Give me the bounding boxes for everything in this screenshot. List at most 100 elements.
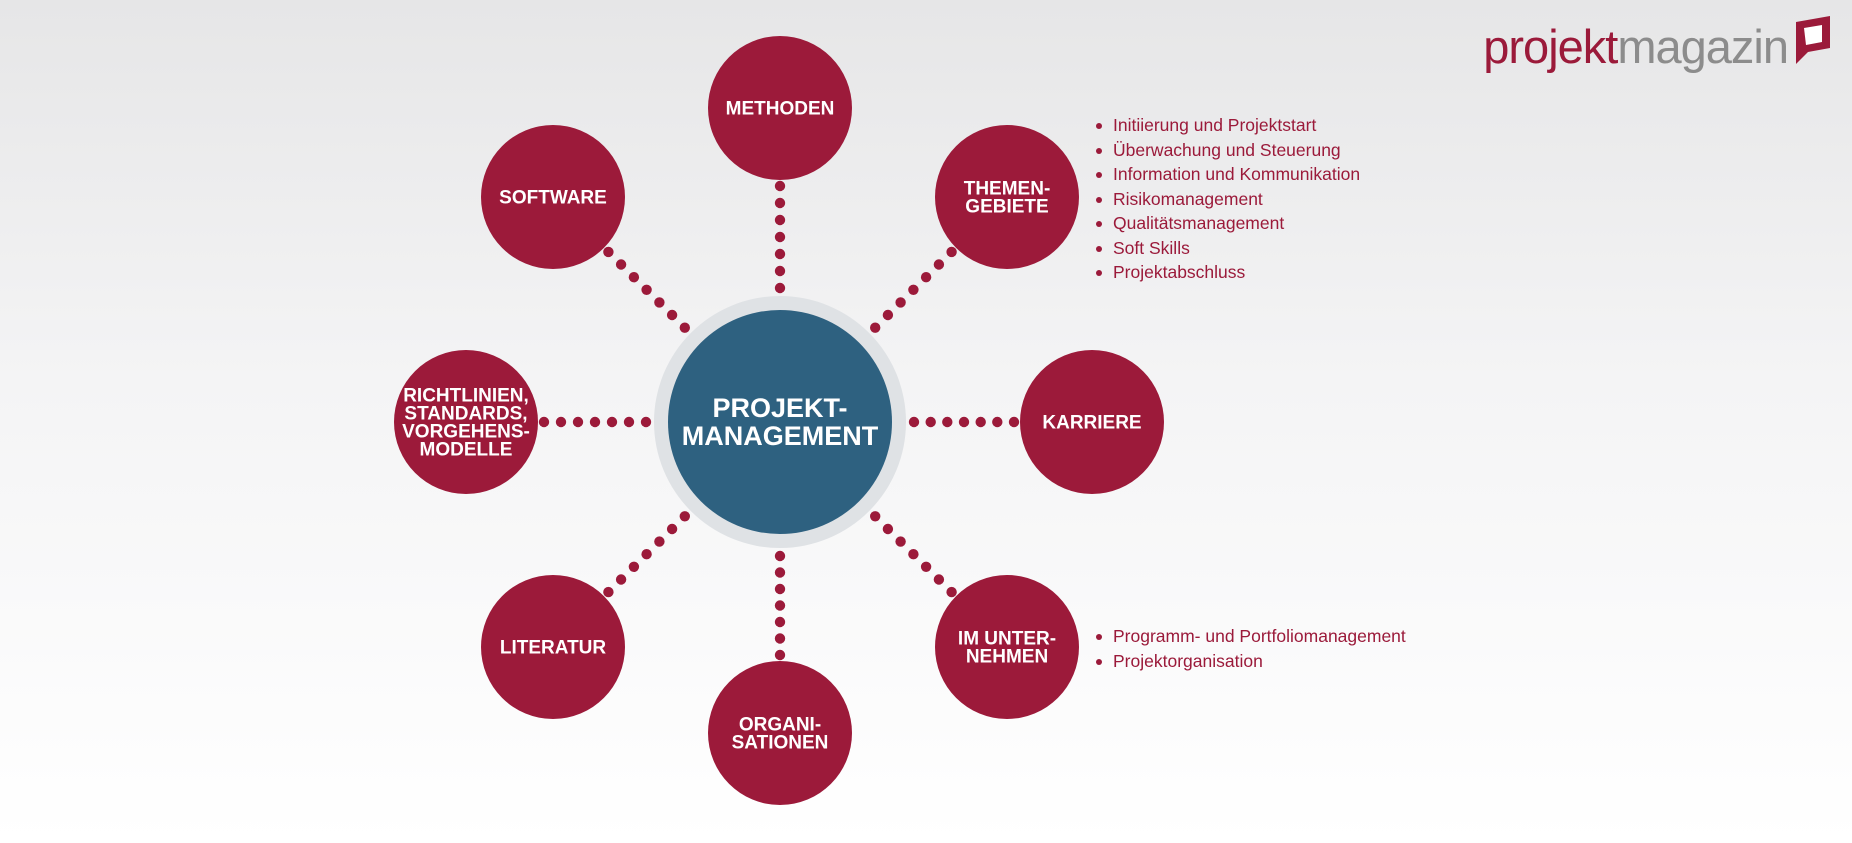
center-node: PROJEKT-MANAGEMENT	[654, 296, 906, 548]
logo-part-magazin: magazin	[1617, 20, 1789, 73]
center-circle	[668, 310, 892, 534]
projektmagazin-logo: projektmagazin	[1483, 14, 1836, 70]
node-themengebiete: THEMEN-GEBIETE	[935, 125, 1079, 269]
connector-dot	[774, 550, 786, 562]
connector-dot	[942, 416, 953, 428]
connector-dot	[774, 248, 786, 260]
node-im-unternehmen: IM UNTER-NEHMEN	[935, 575, 1079, 719]
list-item: Soft Skills	[1096, 236, 1360, 261]
connector-dot	[628, 561, 640, 572]
connector-dot	[946, 586, 957, 598]
connector-dot	[958, 416, 970, 428]
node-circle	[708, 36, 852, 180]
node-methoden: METHODEN	[708, 36, 852, 180]
node-circle	[708, 661, 852, 805]
connector-dot	[882, 523, 894, 535]
node-label: ORGANI-SATIONEN	[732, 715, 829, 754]
node-circle	[935, 575, 1079, 719]
connector-dot	[654, 536, 665, 547]
connector-dot	[606, 416, 618, 428]
node-karriere: KARRIERE	[1020, 350, 1164, 494]
node-label: LITERATUR	[500, 638, 607, 659]
connector-dot	[975, 416, 986, 428]
connector-dot	[933, 259, 945, 270]
list-item: Information und Kommunikation	[1096, 162, 1360, 187]
connector-dot	[774, 600, 786, 611]
connector-dot	[615, 574, 627, 585]
connector-dot	[572, 416, 584, 428]
im-unternehmen-list: Programm- und Portfoliomanagement Projek…	[1096, 624, 1406, 673]
list-item: Initiierung und Projektstart	[1096, 113, 1360, 138]
connector-dot	[628, 272, 640, 283]
connector-dot	[623, 416, 635, 428]
node-circle	[935, 125, 1079, 269]
connector-dot	[640, 416, 652, 428]
connector-dot	[654, 297, 665, 308]
node-circle	[481, 575, 625, 719]
connector-dot	[679, 511, 690, 522]
list-item: Projektorganisation	[1096, 649, 1406, 674]
list-item: Programm- und Portfoliomanagement	[1096, 624, 1406, 649]
connector-dot	[774, 265, 786, 277]
node-label: THEMEN-GEBIETE	[964, 179, 1051, 218]
themengebiete-list: Initiierung und Projektstart Überwachung…	[1096, 113, 1360, 285]
connector-dot	[774, 180, 786, 192]
logo-wordmark: projektmagazin	[1483, 20, 1789, 73]
node-circle	[481, 125, 625, 269]
topic-nodes: METHODEN THEMEN-GEBIETE KARRIERE IM UNTER-N…	[394, 36, 1164, 805]
logo-part-projekt: projekt	[1483, 20, 1618, 73]
connector-dot	[908, 284, 919, 295]
list-item: Projektabschluss	[1096, 260, 1360, 285]
connector-dot	[774, 231, 786, 243]
connector-dot	[946, 246, 957, 258]
connector-dot	[870, 511, 881, 522]
projektmagazin-logo-icon	[1796, 16, 1830, 64]
connector-dot	[895, 536, 906, 547]
center-label: PROJEKT-MANAGEMENT	[682, 393, 879, 451]
connector-dot	[589, 416, 601, 428]
node-label: KARRIERE	[1042, 413, 1141, 434]
connector-dot	[933, 574, 945, 585]
connector-lines	[538, 180, 1020, 661]
node-label: SOFTWARE	[499, 188, 607, 209]
connector-dot	[774, 214, 786, 226]
connector-dot	[992, 416, 1003, 428]
node-label: RICHTLINIEN,STANDARDS,VORGEHENS-MODELLE	[402, 386, 530, 461]
node-circle	[1020, 350, 1164, 494]
node-software: SOFTWARE	[481, 125, 625, 269]
connector-dot	[774, 567, 786, 578]
node-circle	[394, 350, 538, 494]
list-item: Qualitätsmanagement	[1096, 211, 1360, 236]
connector-dot	[774, 616, 786, 628]
node-organisationen: ORGANI-SATIONEN	[708, 661, 852, 805]
connector-dot	[538, 416, 550, 428]
connector-dot	[882, 309, 894, 321]
node-label: IM UNTER-NEHMEN	[958, 629, 1056, 668]
connector-dot	[774, 633, 786, 644]
connector-dot	[666, 309, 678, 321]
connector-dot	[774, 197, 786, 209]
connector-dot	[603, 586, 614, 598]
connector-dot	[895, 297, 906, 308]
list-item: Risikomanagement	[1096, 187, 1360, 212]
connector-dot	[920, 272, 932, 283]
connector-dot	[870, 322, 881, 333]
connector-dot	[908, 549, 919, 560]
connector-dot	[774, 282, 786, 294]
connector-dot	[641, 284, 652, 295]
connector-dot	[908, 416, 920, 428]
node-literatur: LITERATUR	[481, 575, 625, 719]
connector-dot	[1008, 416, 1020, 428]
connector-dot	[603, 246, 614, 258]
connector-dot	[774, 649, 786, 661]
list-item: Überwachung und Steuerung	[1096, 138, 1360, 163]
node-richtlinien: RICHTLINIEN,STANDARDS,VORGEHENS-MODELLE	[394, 350, 538, 494]
connector-dot	[666, 523, 678, 535]
connector-dot	[615, 259, 627, 270]
connector-dot	[925, 416, 936, 428]
connector-dot	[920, 561, 932, 572]
connector-dot	[555, 416, 567, 428]
connector-dot	[774, 583, 786, 595]
node-label: METHODEN	[726, 99, 835, 120]
